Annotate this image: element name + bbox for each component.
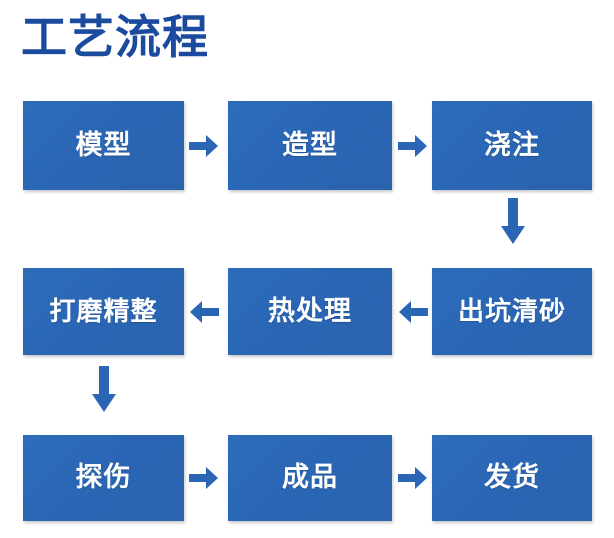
- process-node-chukengqingsha[interactable]: 出坑清砂: [432, 268, 592, 355]
- arrow-right-icon: [189, 134, 219, 158]
- process-node-rechuli[interactable]: 热处理: [228, 268, 392, 355]
- process-node-label: 发货: [484, 462, 540, 493]
- process-node-zaoxing[interactable]: 造型: [228, 101, 392, 190]
- process-node-label: 造型: [282, 129, 338, 161]
- process-node-label: 出坑清砂: [457, 296, 566, 327]
- process-node-label: 热处理: [268, 295, 352, 327]
- process-node-tanshang[interactable]: 探伤: [23, 435, 184, 521]
- process-node-label: 成品: [282, 462, 338, 493]
- process-node-label: 探伤: [75, 462, 132, 493]
- process-node-fahuo[interactable]: 发货: [432, 435, 592, 521]
- process-node-label: 打磨精整: [49, 296, 158, 327]
- process-node-chengpin[interactable]: 成品: [228, 435, 392, 521]
- arrow-right-icon: [398, 466, 428, 490]
- process-node-label: 浇注: [484, 129, 540, 161]
- arrow-down-icon: [500, 198, 526, 246]
- arrow-right-icon: [189, 466, 219, 490]
- arrow-left-icon: [398, 300, 428, 324]
- process-node-jiaozhu[interactable]: 浇注: [432, 101, 592, 190]
- process-node-damojingzheng[interactable]: 打磨精整: [23, 268, 184, 355]
- page-title: 工艺流程: [21, 10, 209, 64]
- arrow-left-icon: [189, 300, 219, 324]
- arrow-down-icon: [91, 366, 117, 414]
- arrow-right-icon: [398, 134, 428, 158]
- process-node-label: 模型: [75, 129, 132, 161]
- process-node-moxing[interactable]: 模型: [23, 101, 184, 190]
